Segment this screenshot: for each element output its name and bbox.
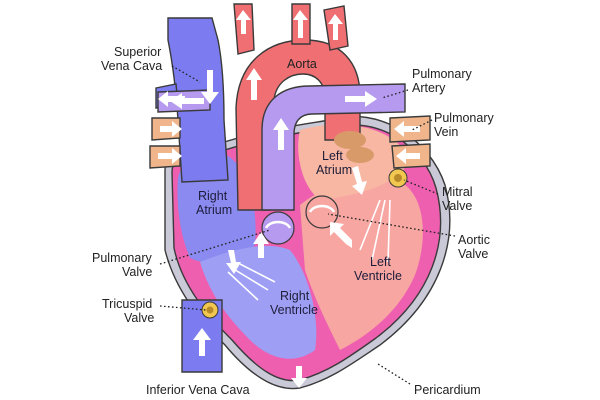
aortic-valve (305, 195, 339, 229)
left-atrium-lobe (334, 131, 366, 149)
label-right-ventricle: Right Ventricle (270, 289, 318, 317)
chordae-left (359, 199, 391, 263)
arrow-pulmonary-left (170, 93, 204, 109)
arrow-rv-up (253, 232, 269, 258)
pulmonary-artery-vessel (261, 83, 406, 211)
label-pericardium: Pericardium (414, 383, 481, 397)
arrow-aorta-branch1 (236, 10, 251, 34)
arrow-pv-right-2 (396, 148, 420, 164)
leader-lines (159, 65, 456, 385)
arrow-pv-left-2 (158, 148, 182, 164)
arrow-la-down (352, 166, 367, 195)
right-ventricle-chamber (200, 245, 317, 359)
label-tricuspid-valve: Tricuspid Valve (102, 297, 156, 325)
label-aortic-valve: Aortic Valve (458, 233, 493, 261)
arrow-ra-down (226, 250, 241, 274)
left-atrium-lobe-2 (346, 147, 374, 163)
arrow-aorta-up (246, 68, 262, 100)
label-aorta: Aorta (287, 57, 317, 71)
label-pulmonary-artery: Pulmonary Artery (412, 67, 475, 95)
arrow-pv-left-1 (160, 121, 182, 137)
pulmonary-valve (261, 211, 295, 245)
label-left-ventricle: Left Ventricle (354, 255, 402, 283)
left-atrium-chamber (298, 124, 410, 200)
label-pulmonary-vein: Pulmonary Vein (434, 111, 497, 139)
label-mitral-valve: Mitral Valve (442, 185, 476, 213)
label-left-atrium: Left Atrium (316, 149, 352, 177)
arrow-pa-up (273, 118, 289, 150)
arrow-aorta-branch2 (293, 10, 308, 38)
label-pulmonary-valve: Pulmonary Valve (92, 251, 155, 279)
arrow-up-ivc (193, 328, 211, 356)
tricuspid-valve (201, 301, 219, 319)
arrow-left-svc-branch (158, 91, 185, 107)
mitral-valve (388, 168, 408, 188)
arrow-down-svc (201, 70, 219, 104)
arrow-lv-up (330, 222, 352, 248)
label-right-atrium: Right Atrium (196, 189, 232, 217)
arrow-bottom-out (291, 366, 307, 388)
arrow-pv-right-1 (394, 121, 420, 137)
chordae-right (227, 263, 276, 301)
label-superior-vena-cava: Superior Vena Cava (101, 45, 165, 73)
label-inferior-vena-cava: Inferior Vena Cava (146, 383, 250, 397)
arrow-aorta-branch3 (328, 14, 343, 40)
flow-arrows (158, 10, 420, 388)
arrow-pulmonary-right (345, 91, 377, 107)
